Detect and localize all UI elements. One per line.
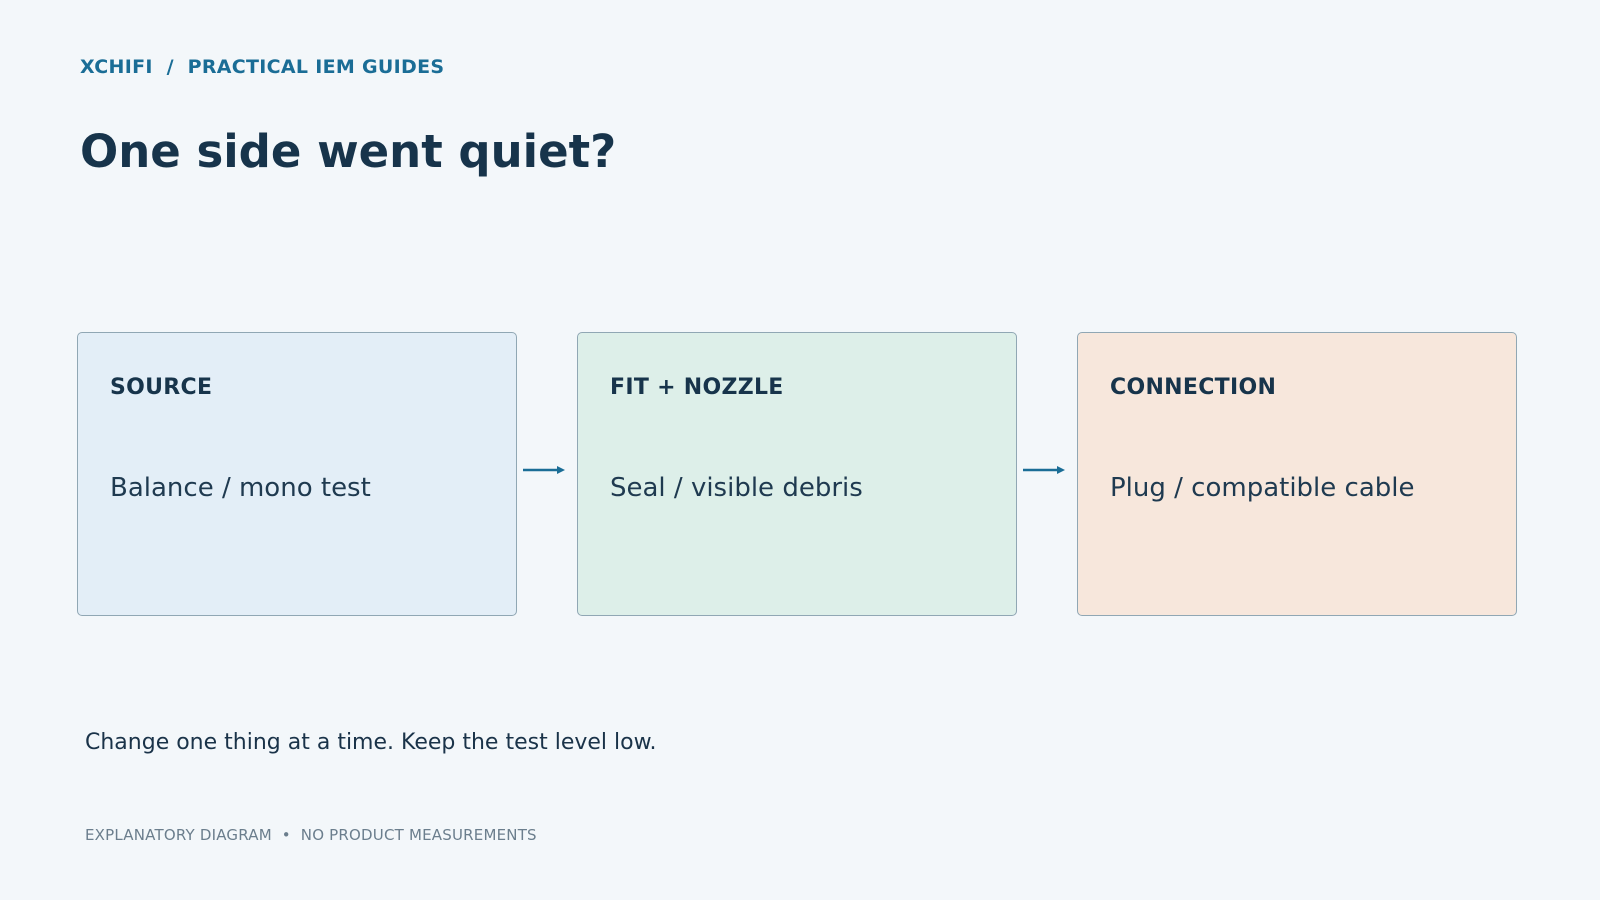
step-card-connection: CONNECTION Plug / compatible cable — [1077, 332, 1517, 616]
step-title: SOURCE — [110, 375, 213, 400]
arrow-right-icon — [523, 466, 565, 474]
step-description: Plug / compatible cable — [1110, 473, 1415, 503]
footer-caption: EXPLANATORY DIAGRAM • NO PRODUCT MEASURE… — [85, 826, 537, 844]
step-description: Balance / mono test — [110, 473, 371, 503]
page-title: One side went quiet? — [80, 125, 617, 178]
arrow-right-icon — [1023, 466, 1065, 474]
step-card-source: SOURCE Balance / mono test — [77, 332, 517, 616]
instruction-note: Change one thing at a time. Keep the tes… — [85, 730, 657, 755]
step-card-fit-nozzle: FIT + NOZZLE Seal / visible debris — [577, 332, 1017, 616]
step-title: CONNECTION — [1110, 375, 1277, 400]
step-title: FIT + NOZZLE — [610, 375, 784, 400]
breadcrumb: XCHIFI / PRACTICAL IEM GUIDES — [80, 56, 445, 78]
flow-diagram: SOURCE Balance / mono test FIT + NOZZLE … — [77, 332, 1519, 618]
step-description: Seal / visible debris — [610, 473, 863, 503]
